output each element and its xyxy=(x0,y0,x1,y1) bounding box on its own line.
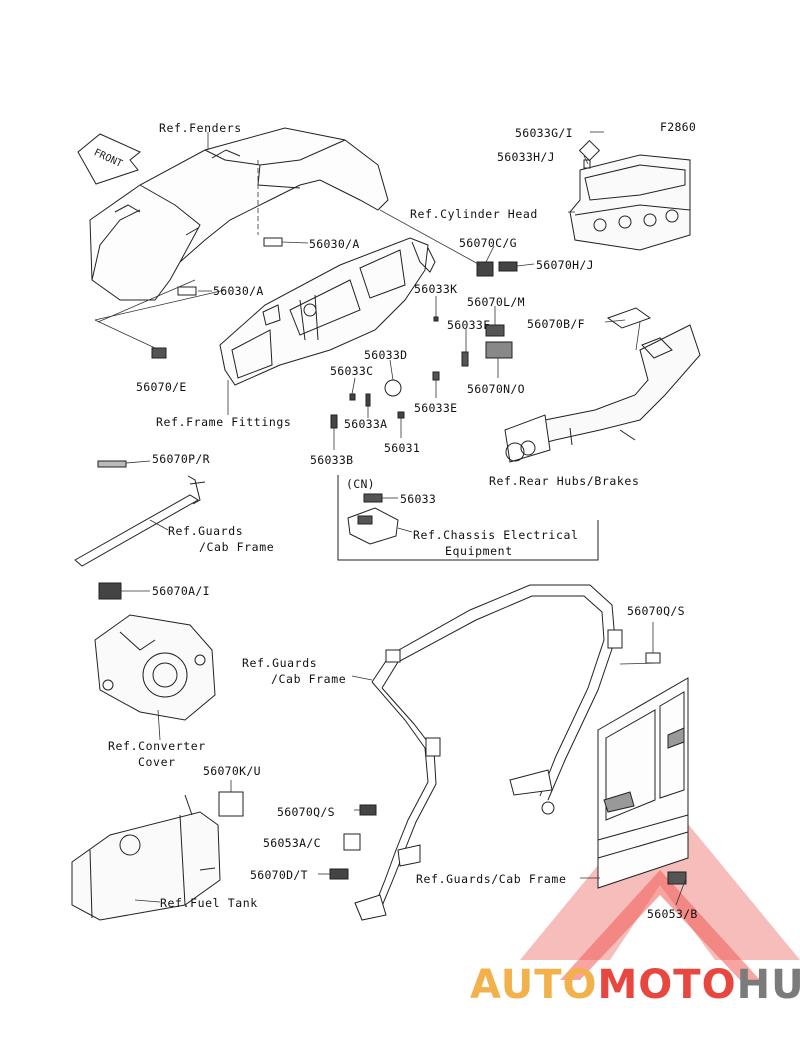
roll-bar-drawing xyxy=(354,584,623,921)
watermark-logo: AUTOMOTOHUB xyxy=(470,962,800,1008)
part-56033G-I: 56033G/I xyxy=(515,126,573,140)
ref-chassis-electrical: Ref.Chassis Electrical xyxy=(413,528,579,542)
part-56070A-I: 56070A/I xyxy=(152,584,210,598)
watermark-auto: AUTO xyxy=(470,962,598,1008)
part-56070K-U: 56070K/U xyxy=(203,764,261,778)
decal-56070NO xyxy=(485,341,513,359)
decal-56070HJ xyxy=(498,261,518,272)
decal-56033 xyxy=(363,493,383,503)
ref-guards-cab-3: Ref.Guards/Cab Frame xyxy=(416,872,567,886)
part-56070H-J: 56070H/J xyxy=(536,258,594,272)
decal-56033A xyxy=(365,393,371,407)
decal-56033D xyxy=(384,379,402,397)
decal-56033K xyxy=(433,316,439,322)
decal-shapes xyxy=(97,237,687,885)
ref-guards-cab-1a: Ref.Guards xyxy=(168,524,244,538)
part-56033: 56033 xyxy=(400,492,437,506)
part-56030A-lower: 56030/A xyxy=(213,284,264,298)
decal-56070PR xyxy=(97,460,127,468)
ref-converter-cover: Cover xyxy=(138,755,176,769)
decal-56070KU xyxy=(218,791,244,817)
watermark-triangle xyxy=(520,790,800,980)
rear-hubs-drawing xyxy=(504,324,701,463)
frame-fittings-drawing xyxy=(219,237,436,386)
decal-56031 xyxy=(397,411,405,419)
ref-fenders: Ref.Fenders xyxy=(159,121,242,135)
decal-56070DT xyxy=(329,868,349,880)
decal-56033F xyxy=(461,351,469,367)
front-arrow-icon: FRONT xyxy=(77,133,141,185)
part-56031: 56031 xyxy=(384,441,421,455)
chassis-box-outline xyxy=(337,475,599,561)
cylinder-head-drawing xyxy=(569,139,691,251)
diagram-code: F2860 xyxy=(660,120,697,134)
guards-cab-bar-drawing xyxy=(74,475,206,567)
part-56033E: 56033E xyxy=(414,401,458,415)
decal-56070E xyxy=(151,347,167,359)
part-56070P-R: 56070P/R xyxy=(152,452,210,466)
part-56070Q-S-upper: 56070Q/S xyxy=(627,604,685,618)
fender-outline-line xyxy=(97,279,196,323)
ref-rear-hubs-brakes: Ref.Rear Hubs/Brakes xyxy=(489,474,640,488)
leader-lines xyxy=(94,131,687,906)
part-56070C-G: 56070C/G xyxy=(459,236,517,250)
decal-56053AC xyxy=(343,833,361,851)
decal-56070AI xyxy=(98,582,122,600)
part-56033A: 56033A xyxy=(344,417,388,431)
fenders-drawing xyxy=(89,127,389,301)
ref-converter: Ref.Converter xyxy=(108,739,206,753)
part-56070B-F: 56070B/F xyxy=(527,317,585,331)
part-56033F: 56033F xyxy=(447,318,491,332)
ref-cylinder-head: Ref.Cylinder Head xyxy=(410,207,538,221)
decal-56070QS-lower xyxy=(359,804,377,816)
decal-56070CG xyxy=(476,261,494,277)
decal-56033E xyxy=(432,371,440,381)
decal-56030A-lower xyxy=(177,286,197,296)
part-56033K: 56033K xyxy=(414,282,458,296)
part-56053A-C: 56053A/C xyxy=(263,836,321,850)
part-56030A-upper: 56030/A xyxy=(309,237,360,251)
decal-56070QS-upper xyxy=(645,652,661,664)
ref-frame-fittings: Ref.Frame Fittings xyxy=(156,415,292,429)
part-56033B: 56033B xyxy=(310,453,354,467)
part-56070Q-S-lower: 56070Q/S xyxy=(277,805,335,819)
converter-cover-drawing xyxy=(94,614,216,721)
fuel-tank-drawing xyxy=(71,794,221,921)
ref-guards-cab-1b: /Cab Frame xyxy=(199,540,275,554)
part-56070D-T: 56070D/T xyxy=(250,868,308,882)
decal-56053B xyxy=(667,871,687,885)
decal-56033C xyxy=(349,393,356,401)
ref-chassis-equipment: Equipment xyxy=(445,544,513,558)
door-frame-drawing xyxy=(597,677,689,889)
watermark-hub: HUB xyxy=(736,962,800,1008)
decal-56033B xyxy=(330,414,338,429)
watermark-moto: MOTO xyxy=(597,962,737,1008)
ref-guards-cab-2b: /Cab Frame xyxy=(271,672,347,686)
cn-label: (CN) xyxy=(346,477,375,491)
part-56070E: 56070/E xyxy=(136,380,187,394)
part-56033C: 56033C xyxy=(330,364,374,378)
decal-56030A-upper xyxy=(263,237,283,247)
ref-guards-cab-2a: Ref.Guards xyxy=(242,656,318,670)
part-56070N-O: 56070N/O xyxy=(467,382,525,396)
part-56070L-M: 56070L/M xyxy=(467,295,525,309)
ref-fuel-tank: Ref.Fuel Tank xyxy=(160,896,258,910)
bracket-56070BF xyxy=(606,307,652,329)
part-56053-B: 56053/B xyxy=(647,907,698,921)
part-56033H-J: 56033H/J xyxy=(497,150,555,164)
part-56033D: 56033D xyxy=(364,348,408,362)
